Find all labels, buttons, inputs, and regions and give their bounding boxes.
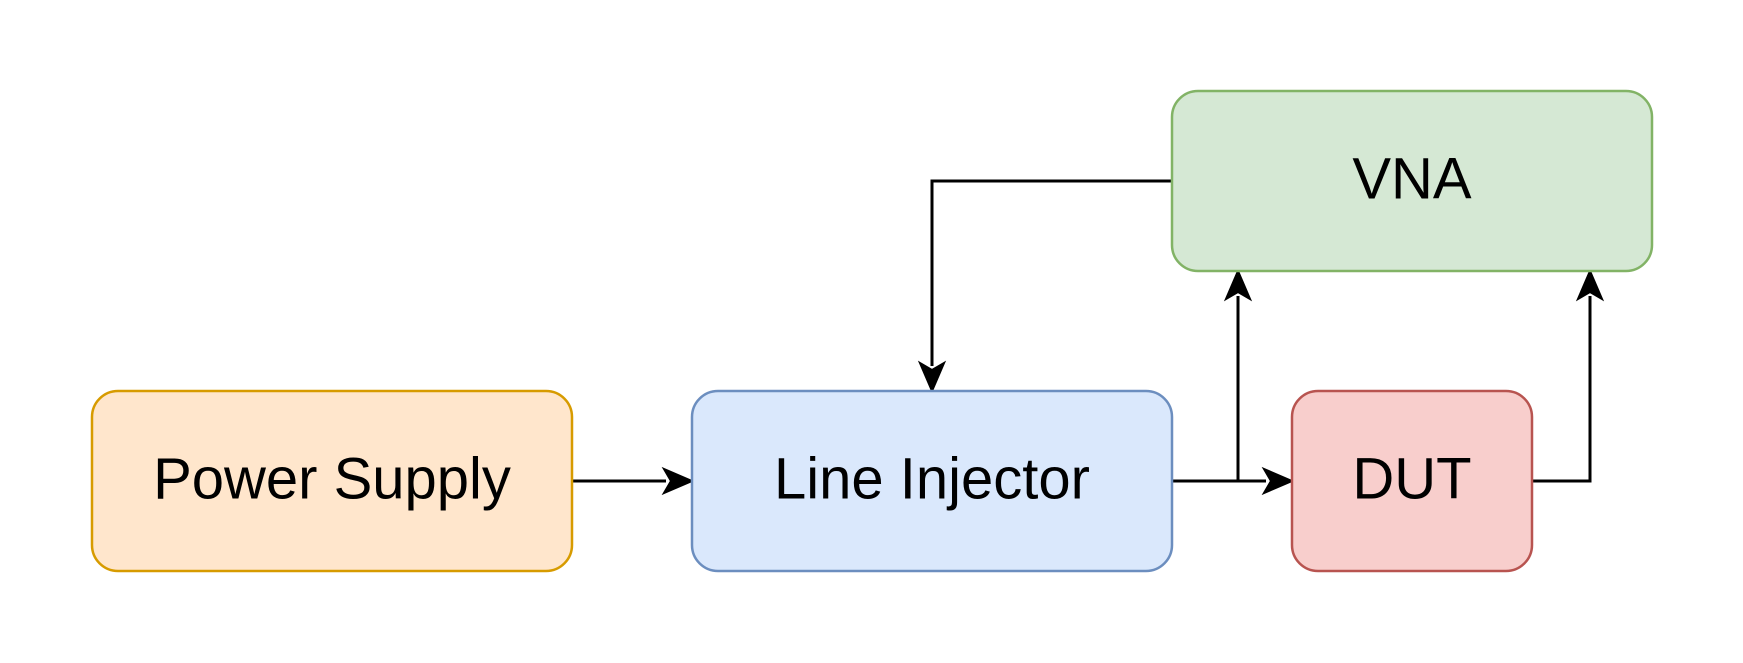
connector-vna-to-line-injector [917,179,1172,394]
arrowhead-right [661,466,695,496]
vna-block: VNA [1170,89,1654,273]
connectors [573,179,1605,496]
connector-power-supply-to-line-injector [573,466,695,496]
dut-block: DUT [1290,389,1534,573]
connector-line-injector-to-dut [1173,466,1295,496]
dut-box [1290,389,1534,573]
arrowhead-up [1223,268,1253,302]
line-injector-block: Line Injector [690,389,1174,573]
vna-label: VNA [1352,146,1472,211]
power-supply-block: Power Supply [90,389,574,573]
arrowhead-right [1261,466,1295,496]
line-injector-box [690,389,1174,573]
connector-dut-to-vna [1532,268,1605,483]
vna-box [1170,89,1654,273]
arrowhead-up [1575,268,1605,302]
power-supply-label: Power Supply [153,446,511,511]
arrowhead-down [917,360,947,394]
power-supply-box [90,389,574,573]
line-injector-label: Line Injector [774,446,1090,511]
dut-label: DUT [1352,446,1471,511]
connector-line-injector-to-vna [1223,268,1253,481]
